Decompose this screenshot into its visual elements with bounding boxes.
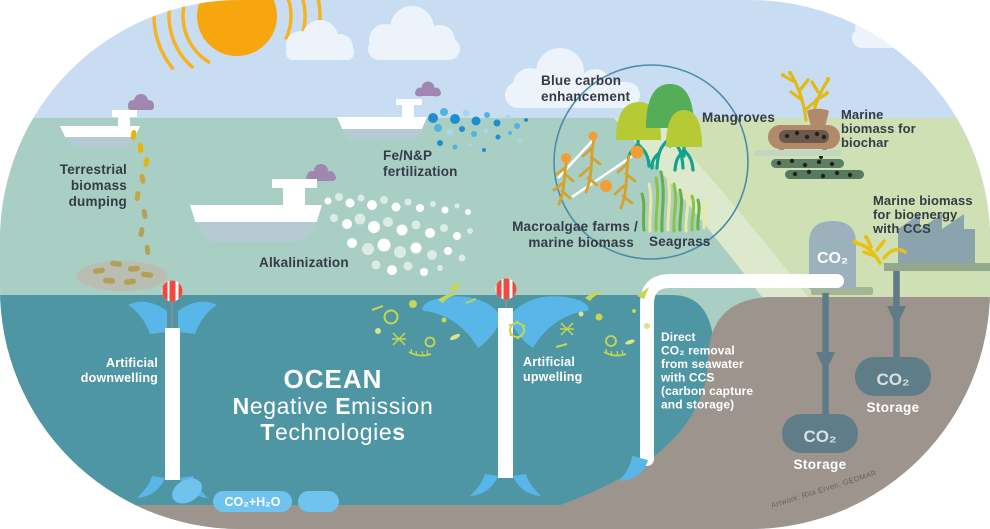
storage-right-label: Storage xyxy=(866,400,919,415)
co2-h2o-label: CO₂+H₂O xyxy=(225,495,281,509)
svg-text:Marine: Marine xyxy=(841,107,884,122)
biochar-icon xyxy=(754,71,864,179)
svg-text:OCEAN: OCEAN xyxy=(284,364,383,394)
label-terrestrial-biomass-dumping: Terrestrial biomass dumping xyxy=(60,162,127,209)
cloud-icon xyxy=(368,6,460,60)
seagrass-icon xyxy=(640,170,707,233)
upwelling-pipe xyxy=(422,278,589,496)
svg-text:Terrestrial: Terrestrial xyxy=(60,162,127,177)
blue-carbon-circle xyxy=(553,64,749,260)
svg-text:(carbon capture: (carbon capture xyxy=(661,384,753,398)
svg-text:from seawater: from seawater xyxy=(661,357,744,371)
svg-text:dumping: dumping xyxy=(69,194,127,209)
svg-text:enhancement: enhancement xyxy=(541,89,631,104)
blank-pill xyxy=(298,491,339,512)
co2-tank-icon: CO₂ xyxy=(809,221,873,295)
svg-text:Macroalgae farms /: Macroalgae farms / xyxy=(512,219,638,234)
factory-icon xyxy=(852,214,990,271)
outflow-plume-icon xyxy=(619,456,648,481)
sediment-region xyxy=(0,297,990,529)
cloud-icon xyxy=(852,1,937,48)
co2-tank-label: CO₂ xyxy=(817,250,848,267)
smoke-icon xyxy=(128,94,154,110)
label-blue-carbon: Blue carbon enhancement xyxy=(541,73,631,104)
svg-text:biomass for: biomass for xyxy=(841,121,916,136)
svg-text:Negative Emission: Negative Emission xyxy=(233,393,434,419)
mangroves-icon xyxy=(616,84,702,172)
biomass-pellets xyxy=(76,130,168,291)
svg-text:Fe/N&P: Fe/N&P xyxy=(383,148,432,163)
plankton-icon xyxy=(508,287,650,357)
svg-text:Blue carbon: Blue carbon xyxy=(541,73,621,88)
beach-region xyxy=(614,118,808,297)
label-downwelling: Artificial downwelling xyxy=(81,356,158,385)
macroalgae-icon xyxy=(552,131,644,210)
svg-text:Artificial: Artificial xyxy=(106,356,158,370)
label-fertilization: Fe/N&P fertilization xyxy=(383,148,458,179)
storage-right-co2-label: CO₂ xyxy=(876,370,909,389)
svg-text:downwelling: downwelling xyxy=(81,371,158,385)
svg-text:Technologies: Technologies xyxy=(260,419,405,445)
fertilization-ship-icon xyxy=(337,81,441,141)
svg-text:with CCS: with CCS xyxy=(660,371,714,385)
label-bioenergy: Marine biomass for bioenergy with CCS xyxy=(872,193,973,236)
label-mangroves: Mangroves xyxy=(702,110,775,125)
svg-text:for bioenergy: for bioenergy xyxy=(873,207,958,222)
label-seagrass: Seagrass xyxy=(649,234,711,249)
svg-text:biochar: biochar xyxy=(841,135,889,150)
dumping-ship-icon xyxy=(60,94,154,148)
co2-h2o-pill: CO₂+H₂O xyxy=(172,478,339,512)
cloud-icon xyxy=(286,20,354,60)
plankton-icon xyxy=(371,280,477,357)
svg-text:biomass: biomass xyxy=(71,178,127,193)
buoy-icon xyxy=(161,280,183,302)
storage-left-label: Storage xyxy=(793,457,846,472)
alkalinization-ship-icon xyxy=(190,164,336,242)
label-direct-removal: Direct CO₂ removal from seawater with CC… xyxy=(660,330,753,412)
svg-text:marine biomass: marine biomass xyxy=(528,235,634,250)
storage-tank-left: CO₂ Storage xyxy=(782,414,858,472)
svg-text:Marine biomass: Marine biomass xyxy=(873,193,973,208)
svg-text:and storage): and storage) xyxy=(661,398,734,412)
land-region xyxy=(614,118,990,297)
co2-injection-pipes xyxy=(816,271,906,418)
smoke-icon xyxy=(415,81,441,97)
label-macroalgae: Macroalgae farms / marine biomass xyxy=(512,219,638,250)
storage-tank-right: CO₂ Storage xyxy=(855,357,931,415)
buoy-icon xyxy=(495,278,517,300)
alkalinity-dots xyxy=(324,193,473,276)
svg-text:Direct: Direct xyxy=(661,330,696,344)
label-alkalinization: Alkalinization xyxy=(259,255,349,270)
svg-text:upwelling: upwelling xyxy=(523,370,582,384)
svg-text:Artificial: Artificial xyxy=(523,355,575,369)
factory-algae-icon xyxy=(852,235,907,265)
label-upwelling: Artificial upwelling xyxy=(523,355,582,384)
fertilizer-dots xyxy=(428,108,528,152)
label-biochar: Marine biomass for biochar xyxy=(841,107,916,150)
smoke-icon xyxy=(306,164,336,181)
svg-text:CO₂ removal: CO₂ removal xyxy=(661,344,735,358)
direct-removal-pipe xyxy=(619,274,844,481)
svg-text:with CCS: with CCS xyxy=(872,221,931,236)
page-title: OCEAN Negative Emission Technologies xyxy=(233,364,434,445)
svg-text:fertilization: fertilization xyxy=(383,164,458,179)
storage-left-co2-label: CO₂ xyxy=(803,427,836,446)
